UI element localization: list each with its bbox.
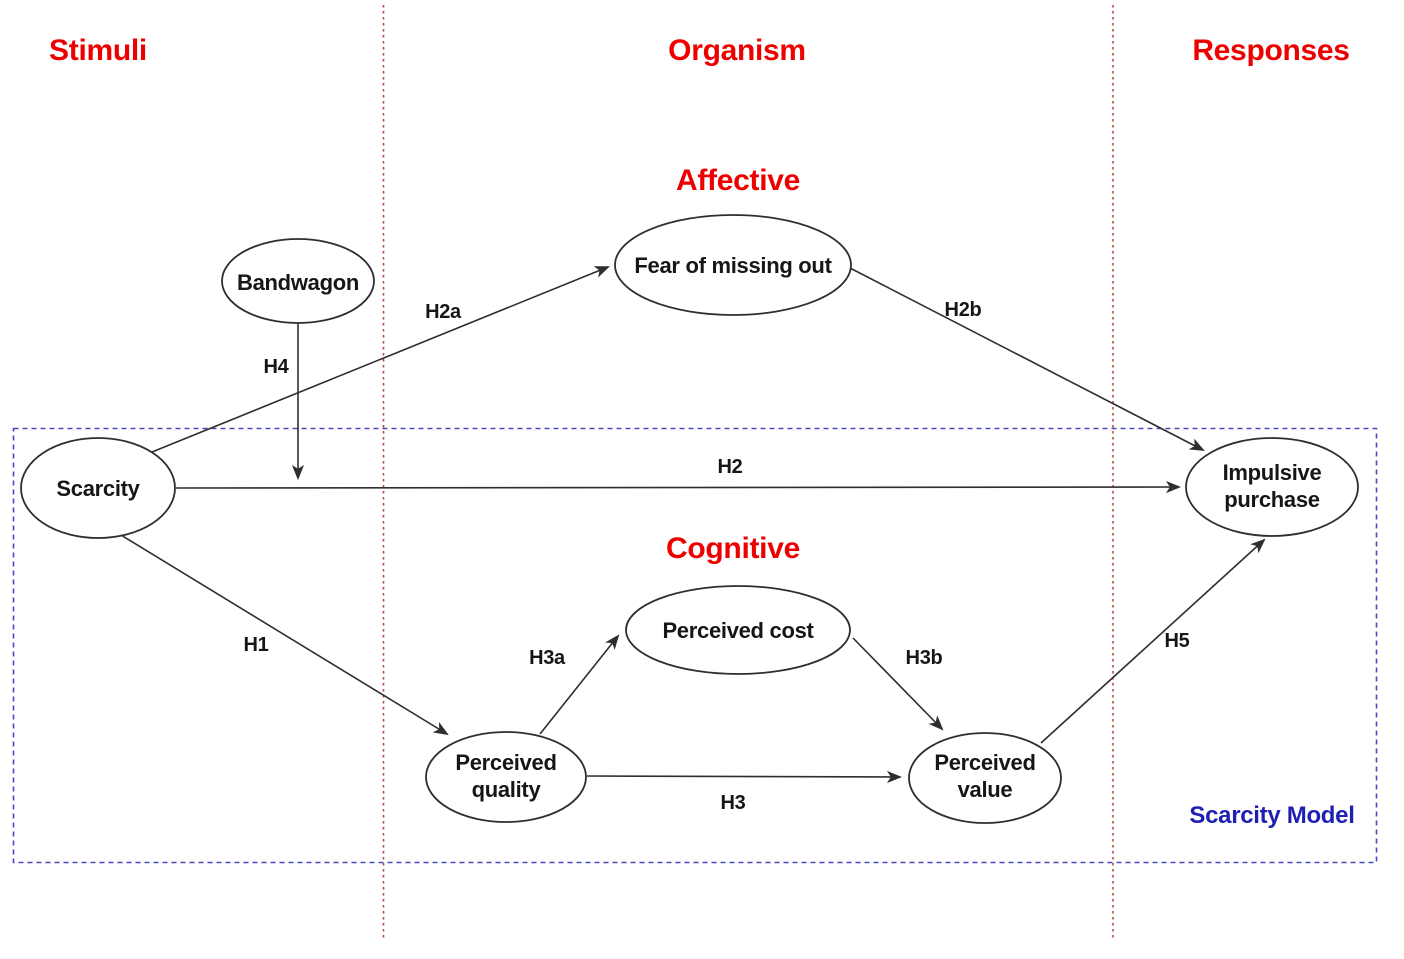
bandwagon-ellipse bbox=[221, 238, 375, 324]
bandwagon-node: Bandwagon bbox=[221, 238, 375, 324]
h5-label: H5 bbox=[1165, 630, 1190, 652]
organism-heading: Organism bbox=[668, 34, 806, 67]
h3a-arrow-quality-to-cost bbox=[539, 634, 620, 735]
scarcity-ellipse bbox=[20, 437, 176, 539]
h2a-arrow-scarcity-to-fomo bbox=[151, 266, 610, 453]
h2a-label: H2a bbox=[425, 301, 462, 323]
impulsive-purchase-ellipse bbox=[1185, 437, 1359, 537]
responses-heading: Responses bbox=[1192, 34, 1349, 67]
perceived-quality-ellipse bbox=[425, 731, 587, 823]
h4-label: H4 bbox=[264, 356, 290, 378]
h1-arrow-scarcity-to-quality bbox=[115, 531, 449, 736]
stimuli-heading: Stimuli bbox=[49, 34, 147, 67]
fear-of-missing-out-ellipse bbox=[614, 214, 852, 316]
scarcity-model-boundary-box bbox=[12, 427, 1378, 864]
perceived-cost-label: Perceived cost bbox=[662, 618, 814, 643]
perceived-value-ellipse bbox=[908, 732, 1062, 824]
h3-arrow-quality-to-value bbox=[586, 770, 903, 784]
h3-label: H3 bbox=[721, 792, 746, 814]
scarcity-label: Scarcity bbox=[56, 476, 140, 501]
perceived-value-label-line1: Perceived bbox=[934, 750, 1035, 775]
fear-of-missing-out-node: Fear of missing out bbox=[614, 214, 852, 316]
perceived-quality-node: Perceived quality bbox=[425, 731, 587, 823]
h3b-label: H3b bbox=[906, 647, 943, 669]
fear-of-missing-out-label: Fear of missing out bbox=[634, 253, 832, 278]
impulsive-purchase-label-line1: Impulsive bbox=[1223, 460, 1322, 485]
perceived-quality-label-line1: Perceived bbox=[455, 750, 556, 775]
perceived-quality-label-line2: quality bbox=[472, 777, 542, 802]
cognitive-section-heading: Cognitive bbox=[666, 532, 800, 565]
perceived-cost-ellipse bbox=[625, 585, 851, 675]
h3a-label: H3a bbox=[529, 647, 566, 669]
scarcity-model-caption: Scarcity Model bbox=[1189, 802, 1354, 829]
h1-label: H1 bbox=[244, 634, 269, 656]
h2b-arrow-fomo-to-impulsive bbox=[849, 267, 1205, 451]
perceived-cost-node: Perceived cost bbox=[625, 585, 851, 675]
h2-arrow-scarcity-to-impulsive bbox=[175, 480, 1182, 494]
impulsive-purchase-label-line2: purchase bbox=[1224, 487, 1319, 512]
perceived-value-label-line2: value bbox=[958, 777, 1013, 802]
affective-section-heading: Affective bbox=[676, 164, 800, 197]
scarcity-node: Scarcity bbox=[20, 437, 176, 539]
h2-label: H2 bbox=[718, 456, 743, 478]
perceived-value-node: Perceived value bbox=[908, 732, 1062, 824]
h5-arrow-value-to-impulsive bbox=[1040, 538, 1266, 744]
impulsive-purchase-node: Impulsive purchase bbox=[1185, 437, 1359, 537]
h3b-arrow-cost-to-value bbox=[852, 637, 944, 731]
bandwagon-label: Bandwagon bbox=[237, 270, 359, 295]
h2b-label: H2b bbox=[945, 299, 982, 321]
